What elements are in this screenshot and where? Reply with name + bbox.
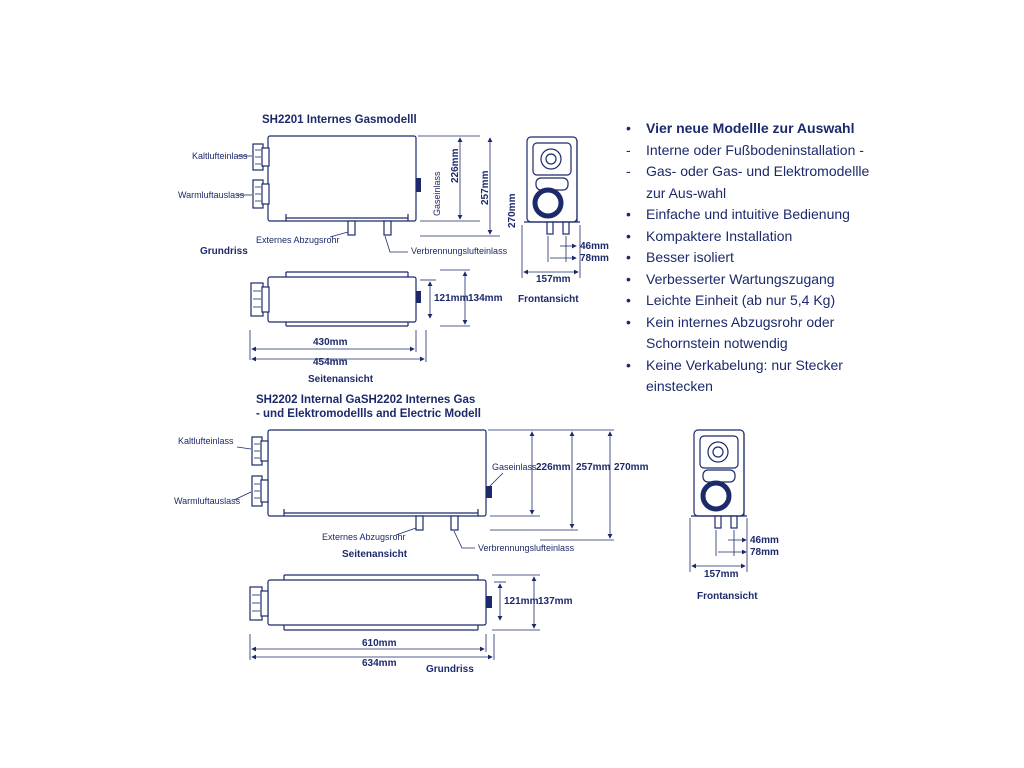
sh2202-front-view (691, 429, 747, 529)
sh2202-dim-257: 257mm (576, 462, 611, 473)
feature-item: •Leichte Einheit (ab nur 5,4 Kg) (626, 292, 836, 308)
sh2201-dim-454: 454mm (313, 357, 348, 368)
sh2202-dim-270: 270mm (614, 462, 649, 473)
sh2201-dim-226: 226mm (450, 148, 461, 183)
sh2201-abzug-label: Externes Abzugsrohr (256, 235, 340, 245)
sh2202-warmluft-label: Warmluftauslass (174, 496, 241, 506)
feature-item: -Interne oder Fußbodeninstallation - (626, 141, 864, 158)
sh2202-dim-226: 226mm (536, 462, 571, 473)
sh2202-dim-157: 157mm (704, 569, 739, 580)
sh2201-dim-157: 157mm (536, 274, 571, 285)
sh2201-dim-270: 270mm (507, 193, 518, 228)
sh2201-grundriss-label: Grundriss (200, 246, 248, 257)
sh2201-front-view (524, 136, 580, 235)
sh2202-grundriss-label: Grundriss (426, 664, 474, 675)
sh2202-kaltluft-label: Kaltlufteinlass (178, 436, 234, 446)
sh2201-dim-46: 46mm (580, 241, 609, 252)
sh2201-top-view (252, 135, 421, 236)
feature-item: •Kein internes Abzugsrohr oder Schornste… (626, 313, 835, 352)
sh2201-gaseinlass-label: Gaseinlass (432, 171, 442, 216)
feature-list: •Vier neue Modellle zur Auswahl -Interne… (620, 118, 890, 398)
sh2202-verbrennung-label: Verbrennungslufteinlass (478, 543, 575, 553)
sh2202-gaseinlass-label: Gaseinlass (492, 462, 537, 472)
sh2202-seitenansicht-label: Seitenansicht (342, 549, 408, 560)
feature-item: •Verbesserter Wartungszugang (626, 270, 835, 287)
feature-item: -Gas- oder Gas- und Elektromodellle zur … (626, 163, 870, 201)
sh2202-dim-121: 121mm (504, 596, 539, 607)
sh2201-verbrennung-label: Verbrennungslufteinlass (411, 246, 508, 256)
sh2202-dim-78: 78mm (750, 547, 779, 558)
sh2201-dim-257: 257mm (480, 170, 491, 205)
sh2202-top-view (249, 574, 492, 631)
sh2202-abzug-label: Externes Abzugsrohr (322, 532, 406, 542)
sh2202-dim-137: 137mm (538, 596, 573, 607)
feature-item: •Keine Verkabelung: nur Stecker einsteck… (626, 356, 843, 395)
sh2201-dim-134: 134mm (468, 293, 503, 304)
sh2202-frontansicht-label: Frontansicht (697, 591, 758, 602)
sh2201-dim-78: 78mm (580, 253, 609, 264)
sh2201-side-view (250, 271, 421, 327)
feature-item: •Einfache und intuitive Bedienung (626, 206, 850, 222)
sh2201-dim-121: 121mm (434, 293, 469, 304)
sh2202-title-1: SH2202 Internal GaSH2202 Internes Gas (256, 394, 475, 406)
sh2201-title: SH2201 Internes Gasmodelll (262, 114, 417, 126)
feature-item: •Vier neue Modellle zur Auswahl (626, 120, 855, 136)
sh2202-title-2: - und Elektromodellls and Electric Model… (256, 408, 481, 420)
sh2201-seitenansicht-label: Seitenansicht (308, 374, 374, 385)
sh2201-warmluft-label: Warmluftauslass (178, 190, 245, 200)
feature-item: •Kompaktere Installation (626, 227, 793, 244)
feature-item: •Besser isoliert (626, 249, 734, 265)
sh2201-dim-430: 430mm (313, 337, 348, 348)
sh2201-frontansicht-label: Frontansicht (518, 294, 579, 305)
sh2202-side-view (251, 429, 492, 531)
sh2202-dim-610: 610mm (362, 638, 397, 649)
sh2202-dim-634: 634mm (362, 658, 397, 669)
sh2202-dim-46: 46mm (750, 535, 779, 546)
sh2201-kaltluft-label: Kaltlufteinlass (192, 151, 248, 161)
